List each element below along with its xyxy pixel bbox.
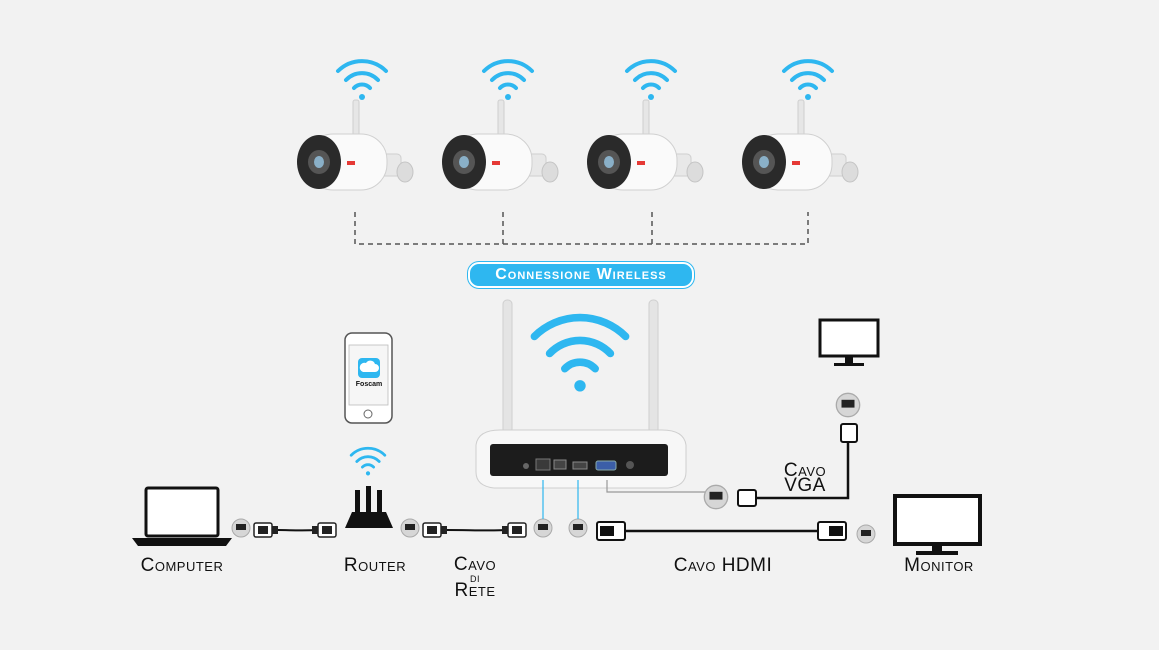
label-cavo-vga: Cavo VGA [783,460,827,496]
nvr-icon [475,299,687,489]
label-monitor: Monitor [904,555,974,576]
camera-icon [441,99,559,191]
hdmi-cable [568,480,876,544]
label-cavo-hdmi: Cavo HDMI [673,555,773,576]
wifi-icon [482,59,534,102]
lan-cable-router-nvr [400,480,553,538]
lan-cable-computer-router [231,518,337,538]
vga-cable [606,392,861,510]
camera-icon [741,99,859,191]
label-cavo-di-rete: Cavo di Rete [453,554,497,601]
label-router: Router [343,555,407,576]
nvr-wifi-icon [534,318,625,392]
camera-1 [296,59,414,191]
camera-3 [586,59,704,191]
label-computer: Computer [140,555,224,576]
monitor-icon [893,494,982,555]
router-icon [345,446,393,528]
wireless-dashed-link [354,212,809,245]
camera-icon [586,99,704,191]
wifi-icon [782,59,834,102]
smartphone-icon: Foscam [344,332,393,424]
camera-4 [741,59,859,191]
router-wifi-icon [349,446,387,477]
camera-icon [296,99,414,191]
wifi-icon [625,59,677,102]
wifi-icon [336,59,388,102]
camera-2 [441,59,559,191]
laptop-icon [132,486,232,546]
monitor-vga-icon [818,318,880,366]
wireless-connection-badge: Connessione Wireless [468,262,694,288]
app-label: Foscam [356,381,382,388]
